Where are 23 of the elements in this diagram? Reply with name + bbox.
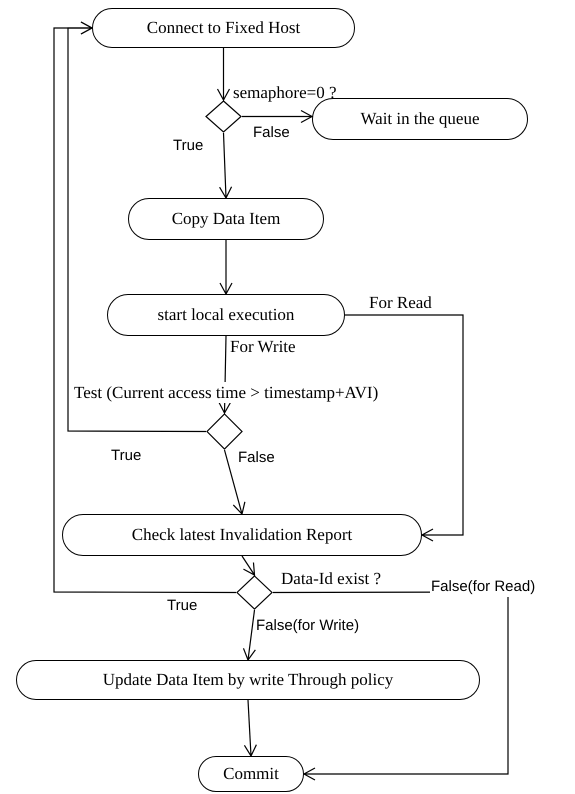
activity-box: Check latest Invalidation Report [62, 514, 422, 556]
arrow [218, 132, 232, 199]
edge-label: False(for Read) [430, 578, 536, 597]
activity-box: Connect to Fixed Host [92, 8, 355, 48]
activity-box: Copy Data Item [128, 198, 324, 240]
arrow [242, 110, 313, 124]
decision-diamond [205, 100, 242, 133]
activity-box: Commit [198, 756, 304, 792]
arrow [219, 240, 233, 295]
arrow [345, 314, 464, 542]
arrow [224, 450, 246, 515]
decision-diamond [236, 575, 273, 610]
activity-box: start local execution [107, 294, 345, 336]
arrow [242, 610, 256, 661]
arrow [216, 48, 230, 101]
activity-box: Update Data Item by write Through policy [16, 660, 480, 700]
decision-diamond [206, 413, 243, 450]
activity-box: Wait in the queue [312, 98, 528, 140]
arrow [244, 700, 257, 757]
arrow [53, 21, 236, 594]
arrow [242, 556, 256, 576]
condition-label: Test (Current access time > timestamp+AVI) [73, 382, 380, 404]
edge-label: False(for Write) [255, 617, 360, 636]
